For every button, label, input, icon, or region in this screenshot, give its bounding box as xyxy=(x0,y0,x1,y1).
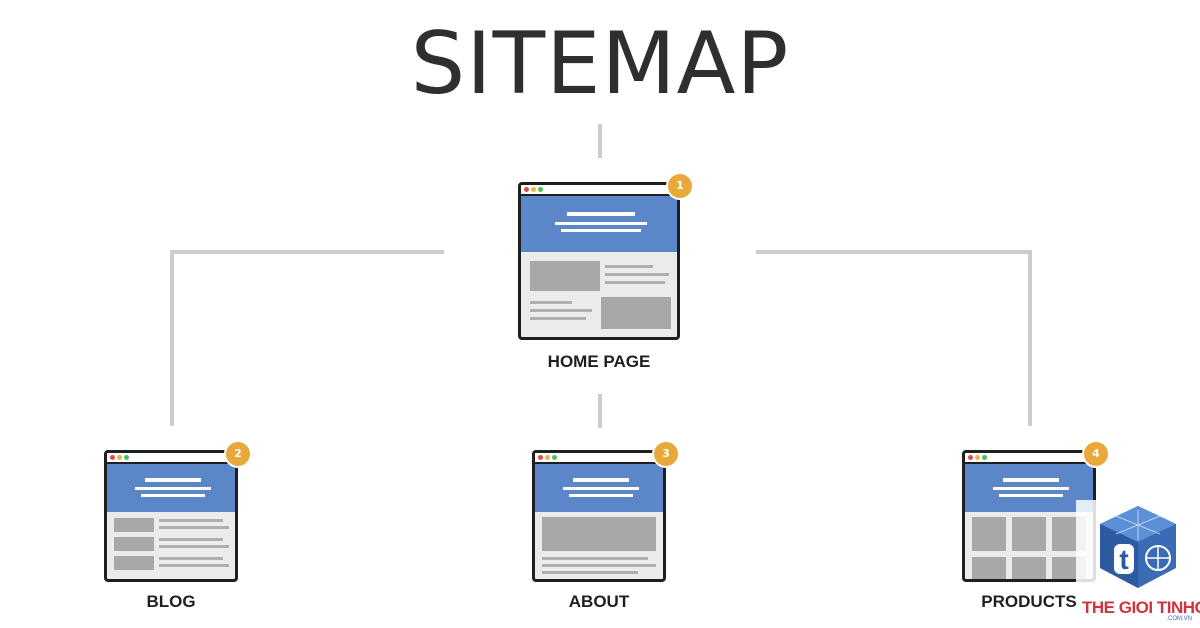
maximize-dot-icon xyxy=(552,455,557,460)
page-number-badge: 2 xyxy=(224,440,252,468)
connector-title-home xyxy=(598,124,602,158)
blog-page-wireframe xyxy=(104,450,238,582)
post-thumbnail xyxy=(114,537,154,551)
minimize-dot-icon xyxy=(975,455,980,460)
close-dot-icon xyxy=(968,455,973,460)
hero-banner xyxy=(535,464,663,512)
connector-left-horizontal xyxy=(170,250,444,254)
hero-banner xyxy=(965,464,1093,512)
browser-bar xyxy=(535,453,663,464)
connector-home-about xyxy=(598,394,602,428)
page-number-badge: 3 xyxy=(652,440,680,468)
browser-bar xyxy=(521,185,677,196)
hero-banner xyxy=(107,464,235,512)
about-image-block xyxy=(542,517,656,551)
product-tile xyxy=(972,557,1006,579)
post-thumbnail xyxy=(114,556,154,570)
minimize-dot-icon xyxy=(531,187,536,192)
connector-left-vertical xyxy=(170,250,174,426)
home-page-wireframe xyxy=(518,182,680,340)
products-page-wireframe xyxy=(962,450,1096,582)
maximize-dot-icon xyxy=(124,455,129,460)
close-dot-icon xyxy=(524,187,529,192)
blog-page-node[interactable]: 2 BLOG xyxy=(104,440,254,616)
page-number-badge: 1 xyxy=(666,172,694,200)
post-thumbnail xyxy=(114,518,154,532)
brand-name: THE GIOI TINHOC xyxy=(1082,598,1200,617)
brand-watermark: t THE GIOI TINHOC .COM.VN xyxy=(1076,500,1200,624)
connector-right-horizontal xyxy=(756,250,1032,254)
maximize-dot-icon xyxy=(982,455,987,460)
about-page-label: ABOUT xyxy=(568,592,630,611)
close-dot-icon xyxy=(110,455,115,460)
content-image-block xyxy=(530,261,600,291)
about-page-wireframe xyxy=(532,450,666,582)
maximize-dot-icon xyxy=(538,187,543,192)
home-page-node[interactable]: 1 HOME PAGE xyxy=(518,172,698,372)
brand-domain: .COM.VN xyxy=(1166,616,1192,622)
product-tile xyxy=(1012,557,1046,579)
about-page-node[interactable]: 3 ABOUT xyxy=(532,440,682,616)
browser-bar xyxy=(107,453,235,464)
minimize-dot-icon xyxy=(117,455,122,460)
close-dot-icon xyxy=(538,455,543,460)
products-page-label: PRODUCTS xyxy=(981,592,1077,611)
products-page-node[interactable]: 4 PRODUCTS xyxy=(962,440,1112,616)
cube-t-logo-icon: t xyxy=(1076,500,1196,596)
svg-text:t: t xyxy=(1119,544,1128,575)
connector-right-vertical xyxy=(1028,250,1032,426)
product-tile xyxy=(972,517,1006,551)
minimize-dot-icon xyxy=(545,455,550,460)
blog-page-label: BLOG xyxy=(146,592,196,611)
page-title: SITEMAP xyxy=(410,14,790,114)
home-page-label: HOME PAGE xyxy=(547,352,651,371)
hero-banner xyxy=(521,196,677,252)
page-number-badge: 4 xyxy=(1082,440,1110,468)
content-image-block xyxy=(601,297,671,329)
product-tile xyxy=(1012,517,1046,551)
browser-bar xyxy=(965,453,1093,464)
